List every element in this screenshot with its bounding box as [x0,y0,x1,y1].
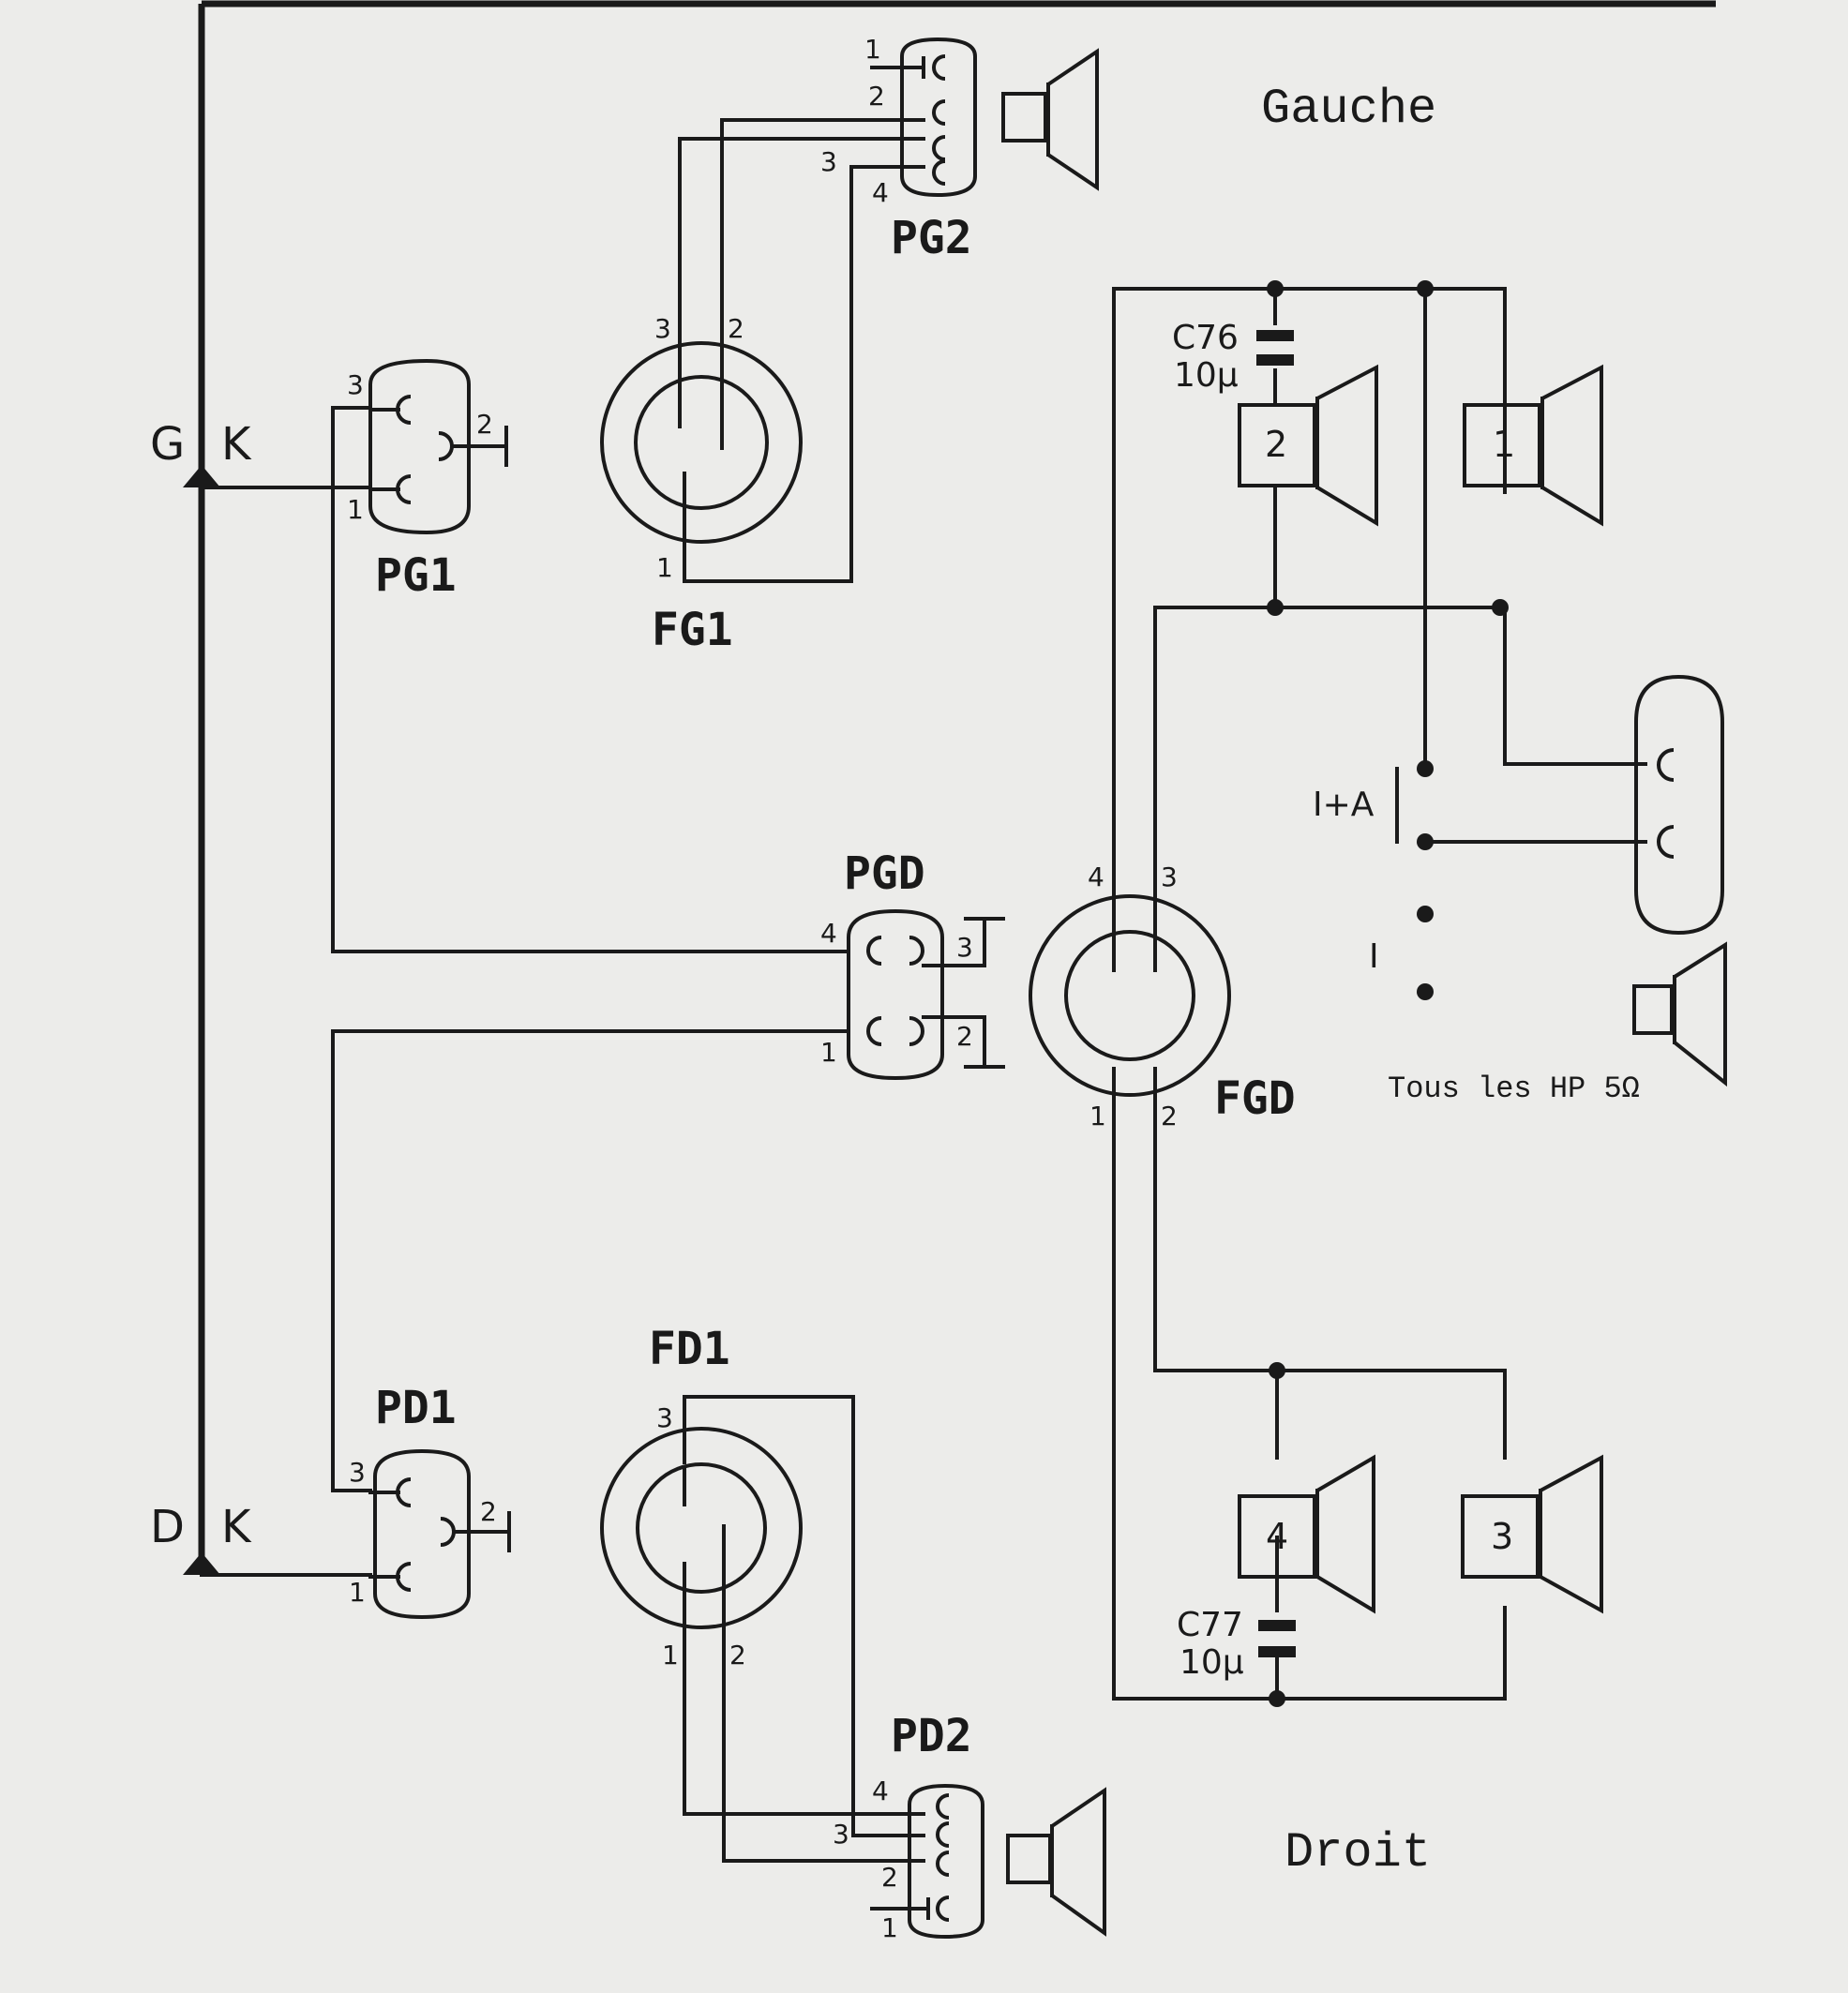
fgd-pin-4: 4 [1088,862,1104,892]
label-g: G [150,418,185,471]
speaker-4-label: 4 [1266,1516,1288,1557]
speaker-3-label: 3 [1491,1516,1513,1557]
pd1-pin-2: 2 [480,1496,497,1527]
socket-external-speaker [1634,674,1724,936]
fd1-pin-1: 1 [662,1640,679,1671]
fgd-pin-1: 1 [1089,1101,1106,1131]
speaker-icon-right-output [1006,1787,1106,1937]
plug-pgd [847,908,1005,1081]
label-pgd: PGD [844,847,925,900]
plug-pg1 [368,358,508,535]
plug-pg2 [870,37,977,198]
pd2-pin-1: 1 [881,1912,898,1943]
pg1-pin-2: 2 [476,409,493,440]
speaker-4 [1238,1454,1375,1614]
label-gauche: Gauche [1261,82,1436,137]
label-pg2: PG2 [891,212,972,264]
pg2-pin-4: 4 [872,177,889,208]
main-bus [183,0,1716,1575]
label-pd1: PD1 [375,1382,457,1434]
pgd-pin-1: 1 [820,1037,837,1068]
speaker-icon-external [1632,941,1727,1087]
label-fg1: FG1 [652,604,733,656]
label-d: D [150,1501,185,1553]
pgd-pin-4: 4 [820,918,837,949]
label-pg1: PG1 [375,549,457,602]
junctions [1267,280,1509,1707]
ground-marker-d [183,1552,220,1575]
socket-fg1 [600,341,803,544]
socket-fgd [1029,894,1231,1097]
fd1-pin-2: 2 [729,1640,746,1671]
fg1-pin-1: 1 [656,552,673,583]
selector-switch [1395,760,1434,1000]
label-c77: C77 [1177,1606,1243,1644]
speaker-3 [1461,1454,1603,1614]
fgd-pin-2: 2 [1161,1101,1178,1131]
pd2-pin-4: 4 [872,1776,889,1806]
speaker-1-label: 1 [1493,424,1515,465]
pg1-pin-3: 3 [347,369,364,400]
label-c76-value: 10µ [1174,356,1239,395]
label-droit: Droit [1285,1825,1431,1881]
speaker-2-label: 2 [1265,424,1287,465]
fd1-pin-3: 3 [656,1402,673,1433]
label-c76: C76 [1172,319,1239,357]
pd2-pin-3: 3 [833,1819,849,1850]
label-fgd: FGD [1214,1072,1296,1125]
speaker-1 [1463,364,1603,527]
pgd-pin-2: 2 [956,1021,973,1052]
capacitor-c76 [1256,330,1294,366]
pg2-pin-1: 1 [864,34,881,65]
pgd-pin-3: 3 [956,932,973,963]
pd1-pin-3: 3 [349,1457,366,1488]
pd2-pin-2: 2 [881,1862,898,1893]
speaker-2 [1238,364,1378,527]
pg2-pin-3: 3 [820,146,837,177]
socket-fd1 [600,1427,803,1629]
label-switch-i: I [1369,937,1379,976]
speaker-icon-left-output [1001,48,1099,191]
ground-marker-g [183,465,220,487]
plug-pd1 [368,1448,511,1620]
fg1-pin-2: 2 [728,313,744,344]
label-c77-value: 10µ [1179,1643,1244,1682]
label-fd1: FD1 [649,1323,730,1375]
label-pd2: PD2 [891,1710,972,1762]
label-k-top: K [221,418,252,471]
note-impedance: Tous les HP 5Ω [1388,1071,1640,1106]
pd1-pin-1: 1 [349,1577,366,1608]
label-k-bottom: K [221,1501,252,1553]
fg1-pin-3: 3 [654,313,671,344]
plug-pd2 [870,1783,984,1940]
pg1-pin-1: 1 [347,494,364,525]
capacitor-c77 [1258,1620,1296,1657]
pg2-pin-2: 2 [868,81,885,112]
fgd-pin-3: 3 [1161,862,1178,892]
label-switch-ia: I+A [1313,786,1375,824]
wires [200,118,1647,1863]
